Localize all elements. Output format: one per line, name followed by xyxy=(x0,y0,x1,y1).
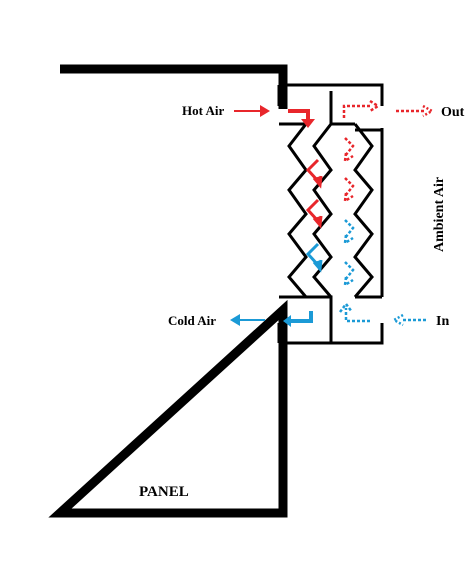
cold-air-outlet-arrow xyxy=(230,314,265,326)
cold-air-label: Cold Air xyxy=(168,313,216,328)
hot-air-down-arrow xyxy=(288,109,315,128)
panel-label: PANEL xyxy=(139,484,189,500)
ambient-in-arrows xyxy=(339,219,370,323)
hot-air-inlet-arrow xyxy=(234,105,270,117)
out-label: Out xyxy=(441,105,465,120)
out-arrow xyxy=(396,104,435,118)
panel-enclosure xyxy=(48,64,288,518)
ambient-air-label: Ambient Air xyxy=(432,177,447,252)
in-arrow xyxy=(391,313,426,327)
cold-air-flow-arrows xyxy=(305,242,323,273)
hot-air-label: Hot Air xyxy=(182,103,224,118)
in-label: In xyxy=(436,314,449,329)
cold-air-turn-arrow xyxy=(283,311,313,327)
ambient-out-arrows xyxy=(342,99,381,204)
hot-air-flow-arrows xyxy=(305,158,323,229)
heat-exchanger xyxy=(277,83,384,345)
